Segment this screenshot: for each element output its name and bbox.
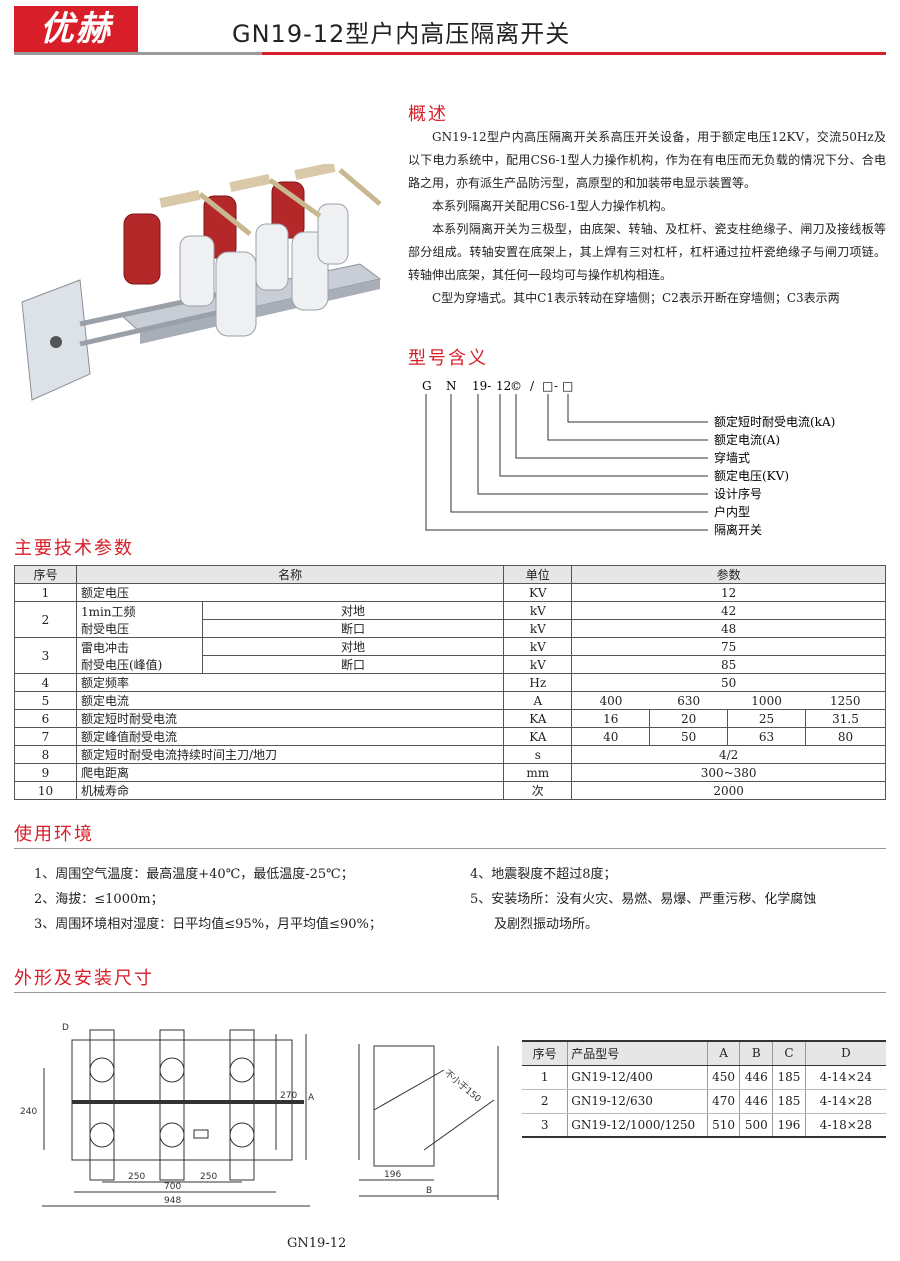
drawing-caption: GN19-12 [287, 1236, 347, 1251]
params-heading: 主要技术参数 [14, 538, 134, 559]
dim-label: 700 [164, 1182, 181, 1192]
overview-paragraph: C型为穿墙式。其中C1表示转动在穿墙侧；C2表示开断在穿墙侧；C3表示两 [432, 291, 840, 305]
table-row: 2 1min工频耐受电压 对地 kV 42 [14, 601, 886, 638]
code-label: 设计序号 [714, 486, 762, 501]
code-char: - [554, 379, 558, 393]
list-item: 3、周围环境相对湿度：日平均值≤95%，月平均值≤90%； [34, 917, 382, 932]
col-header: C [772, 1040, 806, 1066]
dim-label: 270 [280, 1091, 297, 1101]
section-rule [14, 848, 886, 849]
col-header: 参数 [571, 565, 886, 584]
col-header: 产品型号 [567, 1040, 708, 1066]
code-label: 户内型 [714, 504, 750, 519]
dimension-drawing: D 240 270 A 250 250 700 948 不小于150 196 B [20, 1023, 499, 1207]
list-item: 1、周围空气温度：最高温度+40℃，最低温度-25℃； [34, 867, 354, 882]
col-header: B [739, 1040, 773, 1066]
code-label: 穿墙式 [714, 450, 750, 465]
model-meaning-heading: 型号含义 [408, 348, 488, 369]
code-label: 额定短时耐受电流(kA) [714, 414, 835, 429]
table-row: 5 额定电流 A 400 630 1000 1250 [14, 691, 886, 710]
col-header: 名称 [75, 565, 505, 584]
table-row: 6 额定短时耐受电流 KA 16 20 25 31.5 [14, 709, 886, 728]
dim-label: 不小于150 [442, 1068, 483, 1105]
dim-label: A [308, 1093, 315, 1103]
col-header: D [804, 1040, 886, 1066]
dim-label: 250 [200, 1172, 217, 1182]
code-label: 额定电压(KV) [714, 468, 789, 483]
table-row: 7 额定峰值耐受电流 KA 40 50 63 80 [14, 727, 886, 746]
table-row: 8 额定短时耐受电流持续时间主刀/地刀 s 4/2 [14, 745, 886, 764]
model-code-diagram: G N 19- 12 © / □ - □ 额定短时耐受电流(kA) 额定电流(A… [422, 379, 835, 537]
code-char: 19- [472, 379, 491, 393]
table-header-row: 序号 产品型号 A B C D [522, 1040, 886, 1066]
dim-label: 196 [384, 1170, 401, 1180]
table-row: 1 额定电压 KV 12 [14, 583, 886, 602]
table-row: 4 额定频率 Hz 50 [14, 673, 886, 692]
overview-paragraph: 本系列隔离开关为三极型，由底架、转轴、及杠杆、瓷支柱绝缘子、闸刀及接线板等部分组… [408, 222, 886, 282]
table-row: 3 雷电冲击耐受电压(峰值) 对地 kV 75 [14, 637, 886, 674]
dim-label: 948 [164, 1196, 181, 1206]
dimensions-heading: 外形及安装尺寸 [14, 968, 154, 989]
header-rule-grey [14, 52, 262, 55]
dim-label: D [62, 1023, 69, 1033]
table-row: 9 爬电距离 mm 300~380 [14, 763, 886, 782]
code-label: 隔离开关 [714, 522, 762, 537]
code-char: © [510, 379, 522, 393]
code-label: 额定电流(A) [714, 432, 780, 447]
col-header: 序号 [14, 565, 77, 584]
overview-paragraph: GN19-12型户内高压隔离开关系高压开关设备，用于额定电压12KV，交流50H… [408, 130, 886, 190]
environment-heading: 使用环境 [14, 824, 94, 845]
dim-label: 250 [128, 1172, 145, 1182]
section-rule [14, 992, 886, 993]
overview-heading: 概述 [408, 104, 448, 125]
dim-label: 240 [20, 1107, 37, 1117]
brand-logo: 优赫 [14, 6, 138, 52]
list-item: 及剧烈振动场所。 [494, 917, 599, 932]
code-char: N [446, 379, 457, 393]
code-char: □ [542, 379, 553, 393]
list-item: 4、地震裂度不超过8度； [470, 867, 617, 882]
code-char: / [530, 379, 535, 393]
table-header-row: 序号 名称 单位 参数 [14, 565, 886, 584]
header-rule-red [262, 52, 886, 55]
col-header: A [706, 1040, 740, 1066]
environment-right-list: 4、地震裂度不超过8度； 5、安装场所：没有火灾、易燃、易爆、严重污秽、化学腐蚀… [470, 862, 816, 937]
col-header: 序号 [522, 1040, 568, 1066]
environment-left-list: 1、周围空气温度：最高温度+40℃，最低温度-25℃； 2、海拔：≤1000m；… [34, 862, 382, 937]
params-table: 序号 名称 单位 参数 1 额定电压 KV 12 2 1min工频耐受电压 对地… [14, 565, 886, 800]
table-row: 10 机械寿命 次 2000 [14, 781, 886, 800]
code-char: □ [562, 379, 573, 393]
product-illustration [21, 164, 382, 401]
overview-text: GN19-12型户内高压隔离开关系高压开关设备，用于额定电压12KV，交流50H… [408, 126, 886, 310]
list-item: 2、海拔：≤1000m； [34, 892, 164, 907]
code-char: 12 [496, 379, 511, 393]
code-char: G [422, 379, 432, 393]
col-header: 单位 [503, 565, 573, 584]
overview-paragraph: 本系列隔离开关配用CS6-1型人力操作机构。 [432, 199, 673, 213]
list-item: 5、安装场所：没有火灾、易燃、易爆、严重污秽、化学腐蚀 [470, 892, 817, 907]
page-title: GN19-12型户内高压隔离开关 [232, 20, 571, 48]
dim-label: B [426, 1186, 432, 1196]
